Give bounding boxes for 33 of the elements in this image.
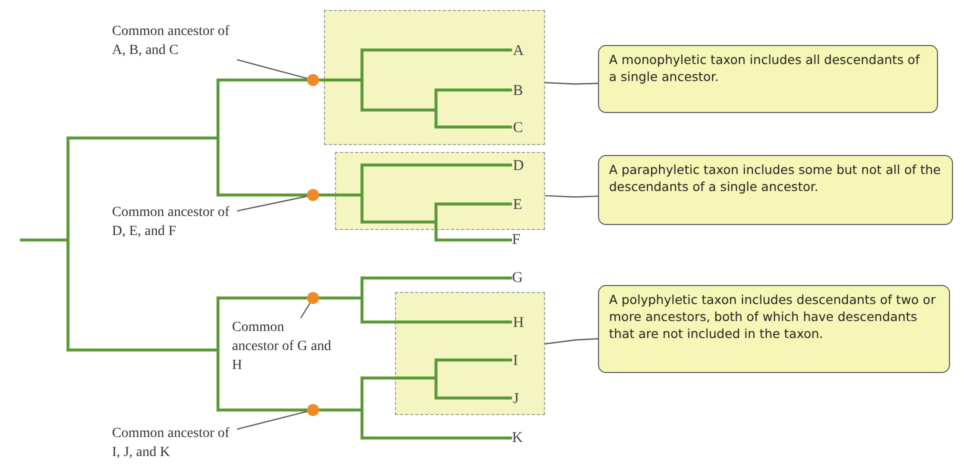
leader-line	[236, 59, 308, 80]
callout-box: A paraphyletic taxon includes some but not all of the descendants of a single ancestor.	[598, 155, 953, 225]
taxon-label: B	[513, 81, 533, 101]
taxon-label: I	[513, 351, 533, 371]
tree-branch	[20, 238, 307, 412]
ancestor-dot	[307, 404, 319, 416]
leader-line	[544, 338, 598, 344]
taxon-label: F	[512, 230, 532, 250]
ancestor-label: Common ancestor of G and H	[232, 318, 332, 380]
ancestor-label: Common ancestor of A, B, and C	[112, 22, 237, 64]
callout-box: A polyphyletic taxon includes descendants of two or more ancestors, both of which have descendants that are not included in the taxon.	[598, 285, 950, 373]
leader-line	[236, 196, 308, 212]
ancestor-dot	[307, 189, 319, 201]
leader-line	[544, 82, 598, 85]
leader-line	[236, 410, 308, 430]
taxon-label: E	[513, 195, 533, 215]
ancestor-label: Common ancestor of I, J, and K	[112, 424, 237, 466]
leader-line	[544, 195, 598, 198]
leader-line	[300, 302, 310, 318]
ancestor-label: Common ancestor of D, E, and F	[112, 203, 237, 245]
taxon-label: K	[512, 428, 532, 448]
taxon-group-box	[324, 10, 545, 145]
taxon-label: J	[513, 389, 533, 409]
taxon-label: G	[512, 268, 532, 288]
taxon-label: C	[513, 118, 533, 138]
taxon-label: A	[513, 41, 533, 61]
callout-box: A monophyletic taxon includes all descendants of a single ancestor.	[598, 45, 938, 113]
taxon-label: D	[513, 156, 533, 176]
ancestor-dot	[307, 74, 319, 86]
taxon-group-box	[395, 292, 545, 415]
ancestor-dot	[307, 292, 319, 304]
taxon-label: H	[513, 313, 533, 333]
taxon-group-box	[335, 152, 545, 230]
